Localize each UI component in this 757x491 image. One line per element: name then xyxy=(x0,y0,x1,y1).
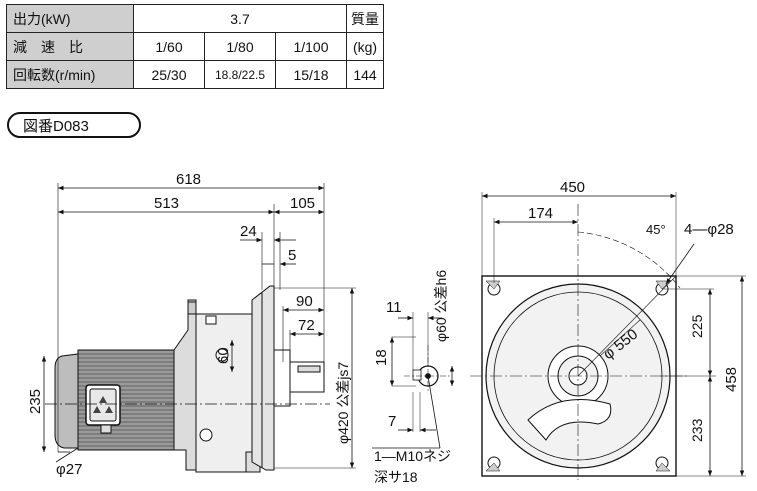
label-phi60: φ60 公差h6 xyxy=(433,270,449,342)
label-450: 450 xyxy=(560,179,585,196)
drain-plug xyxy=(199,428,213,442)
weight-value: 144 xyxy=(346,60,384,89)
output-label: 出力(kW) xyxy=(6,4,134,33)
label-72: 72 xyxy=(298,317,315,334)
label-618: 618 xyxy=(176,171,201,188)
diag-45 xyxy=(577,275,677,377)
label-tap-depth: 深サ18 xyxy=(374,469,418,485)
ratio-100: 1/100 xyxy=(275,32,347,61)
label-tap: 1—M10ネジ xyxy=(374,448,451,464)
mitsubishi-logo-icon xyxy=(93,396,113,413)
label-174: 174 xyxy=(528,205,553,222)
label-18: 18 xyxy=(373,349,390,366)
conduit-fitting xyxy=(100,424,112,434)
speed-60: 25/30 xyxy=(133,60,205,89)
weight-unit: (kg) xyxy=(346,32,384,61)
oil-gauge xyxy=(215,348,229,362)
rib-cutout xyxy=(527,399,612,441)
ratio-label: 減速比 xyxy=(6,32,134,61)
front-dimensions xyxy=(481,192,746,477)
vent-plug xyxy=(205,315,217,325)
label-60: 60 xyxy=(215,347,232,364)
shaft-detail xyxy=(372,312,455,449)
corner-holes xyxy=(485,280,671,472)
label-phi420: φ420 公差js7 xyxy=(335,362,351,444)
ratio-80: 1/80 xyxy=(204,32,276,61)
leader-tap xyxy=(427,375,441,449)
speed-label: 回転数(r/min) xyxy=(6,60,134,89)
gearbox-neck xyxy=(173,299,197,471)
front-dimension-labels: 450 174 45° 4—φ28 φ 550 225 233 458 xyxy=(528,179,740,442)
weight-label: 質量 xyxy=(346,4,384,33)
spec-table: 出力(kW) 3.7 質量 減速比 1/60 1/80 1/100 (kg) 回… xyxy=(6,4,384,89)
side-dimensions xyxy=(41,185,356,469)
label-225: 225 xyxy=(689,314,705,338)
label-phi27: φ27 xyxy=(56,461,82,478)
label-5: 5 xyxy=(288,247,296,264)
terminal-box-plate xyxy=(89,388,117,422)
label-holes: 4—φ28 xyxy=(684,221,734,238)
speed-100: 15/18 xyxy=(275,60,347,89)
leader-pcd xyxy=(599,319,641,357)
label-105: 105 xyxy=(290,195,315,212)
speed-80: 18.8/22.5 xyxy=(204,60,276,89)
label-458: 458 xyxy=(723,367,740,392)
arc-45 xyxy=(577,231,681,289)
label-90: 90 xyxy=(296,293,313,310)
label-11: 11 xyxy=(386,299,402,316)
side-dimension-labels: 618 513 105 24 5 90 72 60 235 φ420 公差js7… xyxy=(27,171,351,478)
label-233: 233 xyxy=(689,418,705,442)
label-513: 513 xyxy=(154,195,179,212)
motor-end-cap xyxy=(54,353,79,449)
label-45: 45° xyxy=(646,222,666,237)
output-flange xyxy=(251,285,275,471)
shaft-key xyxy=(297,365,321,373)
eye-bolt xyxy=(187,301,197,315)
key-slot xyxy=(412,369,422,381)
front-view xyxy=(470,204,690,480)
gearbox-housing xyxy=(195,313,253,473)
shaft-detail-labels: 11 18 φ60 公差h6 7 1—M10ネジ 深サ18 xyxy=(373,270,451,485)
label-235: 235 xyxy=(27,389,44,414)
drawing-id-badge: 図番D083 xyxy=(7,112,141,138)
side-view xyxy=(45,183,330,473)
label-7: 7 xyxy=(388,413,396,430)
leader-phi27 xyxy=(55,447,79,463)
label-24: 24 xyxy=(240,223,257,240)
shaft-collar xyxy=(273,349,291,407)
leader-holes xyxy=(665,243,695,285)
